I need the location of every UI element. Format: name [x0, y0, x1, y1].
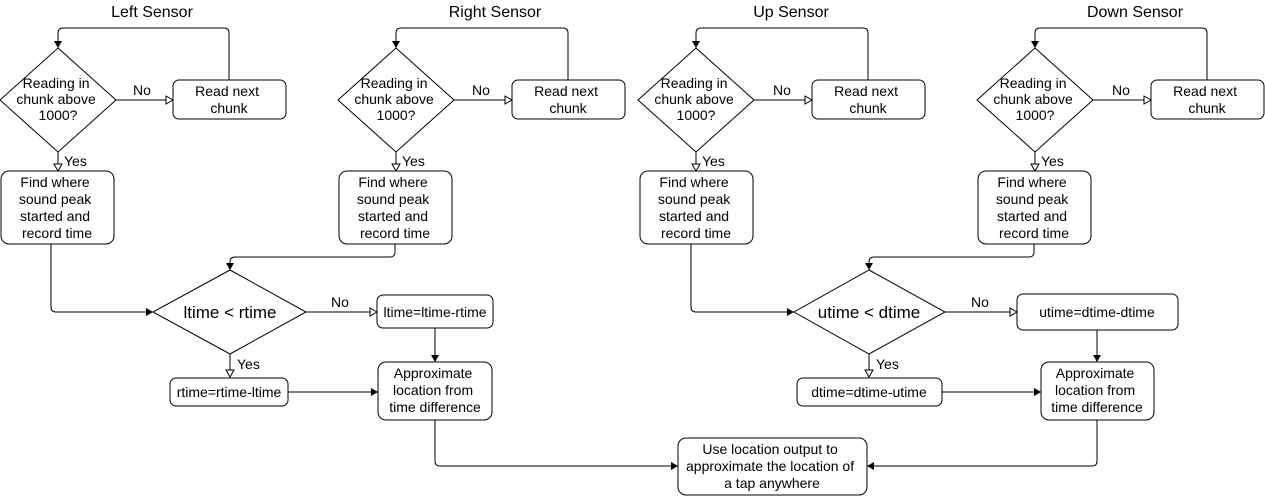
left-read-next-label: Read next chunk: [195, 83, 263, 116]
down-no-label: No: [1112, 82, 1130, 98]
ltime-yes-label: Yes: [237, 356, 260, 372]
left-approx-label: Approximate location from time differenc…: [389, 365, 481, 415]
up-loop-arrow: [692, 27, 869, 80]
right-no-label: No: [472, 82, 490, 98]
down-decision-label: Reading in chunk above 1000?: [993, 75, 1076, 123]
up-yes-label: Yes: [702, 153, 725, 169]
vertical-compare-group: utime < dtime No utime=dtime-dtime Yes d…: [690, 244, 1179, 421]
down-read-next-label: Read next chunk: [1173, 83, 1241, 116]
dtime-result-label: dtime=dtime-utime: [811, 384, 927, 400]
utime-compare-label: utime < dtime: [818, 303, 921, 322]
up-sensor-group: Reading in chunk above 1000? Read next c…: [637, 27, 926, 245]
left-decision-label: Reading in chunk above 1000?: [16, 75, 99, 123]
left-find-box: [0, 170, 115, 245]
title-right-sensor: Right Sensor: [449, 4, 542, 21]
right-loop-arrow: [392, 27, 569, 80]
right-approx-label: Approximate location from time differenc…: [1051, 365, 1143, 415]
down-find-label: Find where sound peak started and record…: [996, 174, 1072, 241]
up-find-label: Find where sound peak started and record…: [658, 174, 734, 241]
right-read-next-label: Read next chunk: [534, 83, 602, 116]
right-sensor-group: Reading in chunk above 1000? Read next c…: [337, 27, 626, 245]
up-decision-label: Reading in chunk above 1000?: [654, 75, 737, 123]
up-no-label: No: [773, 82, 791, 98]
right-decision-label: Reading in chunk above 1000?: [354, 75, 437, 123]
utime-result-label: utime=dtime-dtime: [1039, 304, 1155, 320]
ltime-result-label: ltime=ltime-rtime: [383, 304, 486, 320]
left-approx-to-final-arrow: [434, 420, 678, 470]
left-yes-label: Yes: [64, 153, 87, 169]
down-yes-label: Yes: [1041, 153, 1064, 169]
up-to-compare-arrow: [690, 244, 794, 316]
ltime-compare-label: ltime < rtime: [183, 303, 276, 322]
final-group: Use location output to approximate the l…: [434, 420, 1098, 496]
ltime-no-label: No: [331, 294, 349, 310]
right-to-compare-arrow: [226, 244, 396, 270]
up-find-box: [639, 170, 754, 245]
right-find-label: Find where sound peak started and record…: [357, 174, 433, 241]
left-loop-arrow: [54, 27, 230, 80]
right-yes-label: Yes: [402, 153, 425, 169]
up-read-next-label: Read next chunk: [834, 83, 902, 116]
title-up-sensor: Up Sensor: [753, 4, 829, 21]
left-no-label: No: [133, 82, 151, 98]
left-to-compare-arrow: [50, 244, 153, 316]
title-left-sensor: Left Sensor: [111, 4, 194, 21]
down-to-compare-arrow: [865, 244, 1035, 270]
horizontal-compare-group: ltime < rtime No ltime=ltime-rtime Yes r…: [50, 244, 494, 421]
utime-no-label: No: [971, 294, 989, 310]
left-find-label: Find where sound peak started and record…: [19, 174, 95, 241]
title-down-sensor: Down Sensor: [1087, 4, 1184, 21]
utime-yes-label: Yes: [876, 356, 899, 372]
rtime-result-label: rtime=rtime-ltime: [177, 384, 282, 400]
final-output-box: [677, 437, 868, 496]
left-sensor-group: Reading in chunk above 1000? Read next c…: [0, 27, 287, 245]
down-sensor-group: Reading in chunk above 1000? Read next c…: [976, 27, 1265, 245]
final-output-label: Use location output to approximate the l…: [686, 441, 858, 491]
down-loop-arrow: [1031, 27, 1208, 80]
right-approx-to-final-arrow: [867, 420, 1098, 470]
